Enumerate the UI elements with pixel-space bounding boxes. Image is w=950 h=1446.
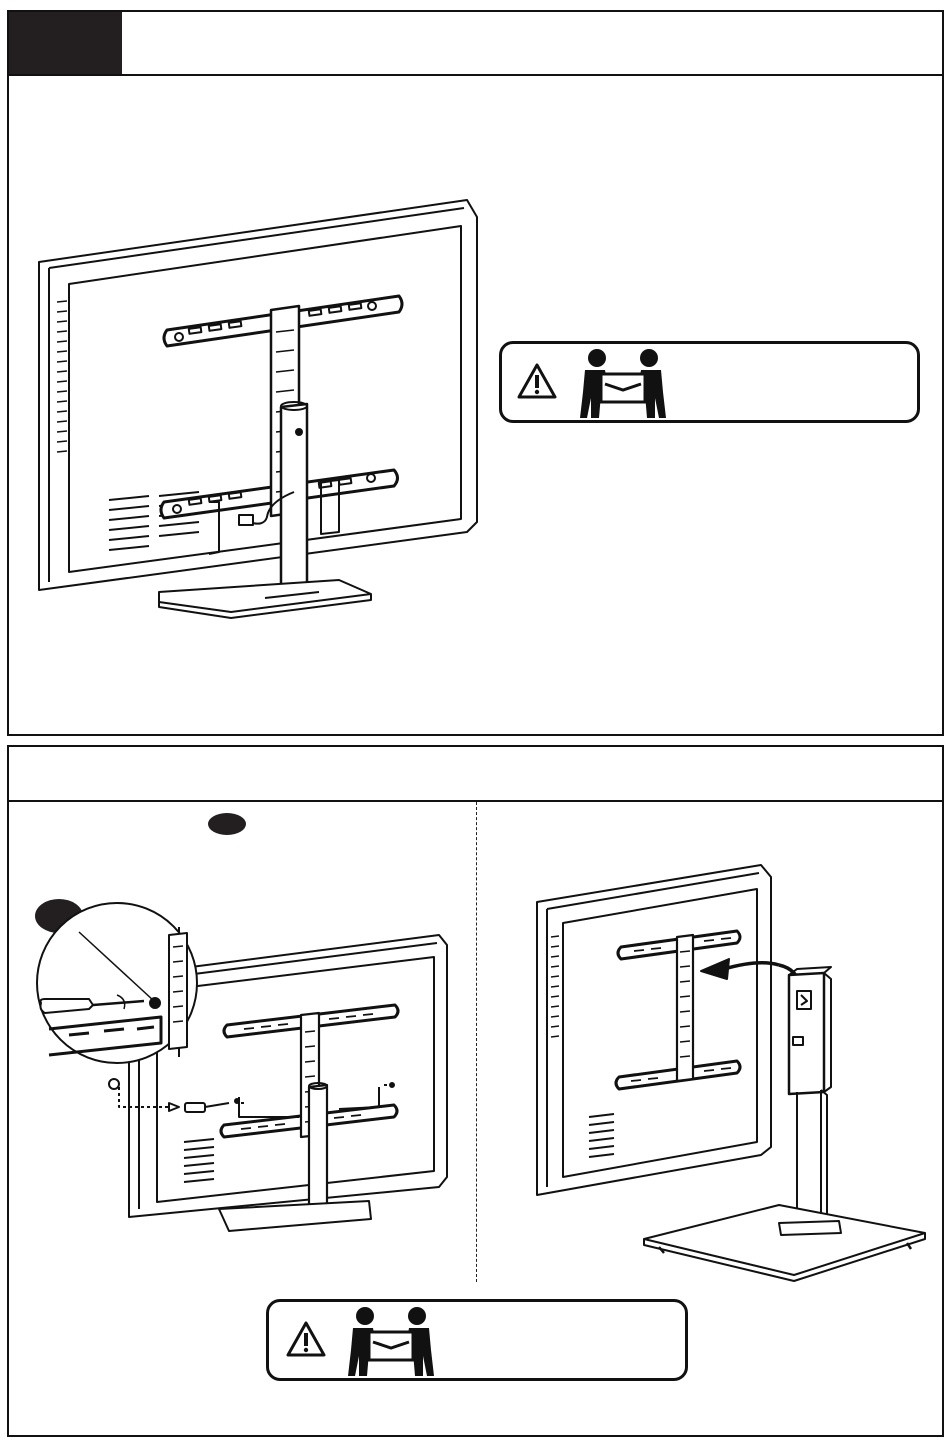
- two-person-warning: [499, 341, 920, 423]
- two-person-warning: [266, 1299, 688, 1381]
- two-person-lift-icon: [345, 1306, 437, 1378]
- warning-triangle-icon: [516, 362, 558, 400]
- warning-triangle-icon: [285, 1320, 327, 1358]
- step-panel-attach-stand: [7, 745, 944, 1437]
- two-person-lift-icon: [577, 348, 669, 420]
- step-panel-assembled: [7, 10, 944, 736]
